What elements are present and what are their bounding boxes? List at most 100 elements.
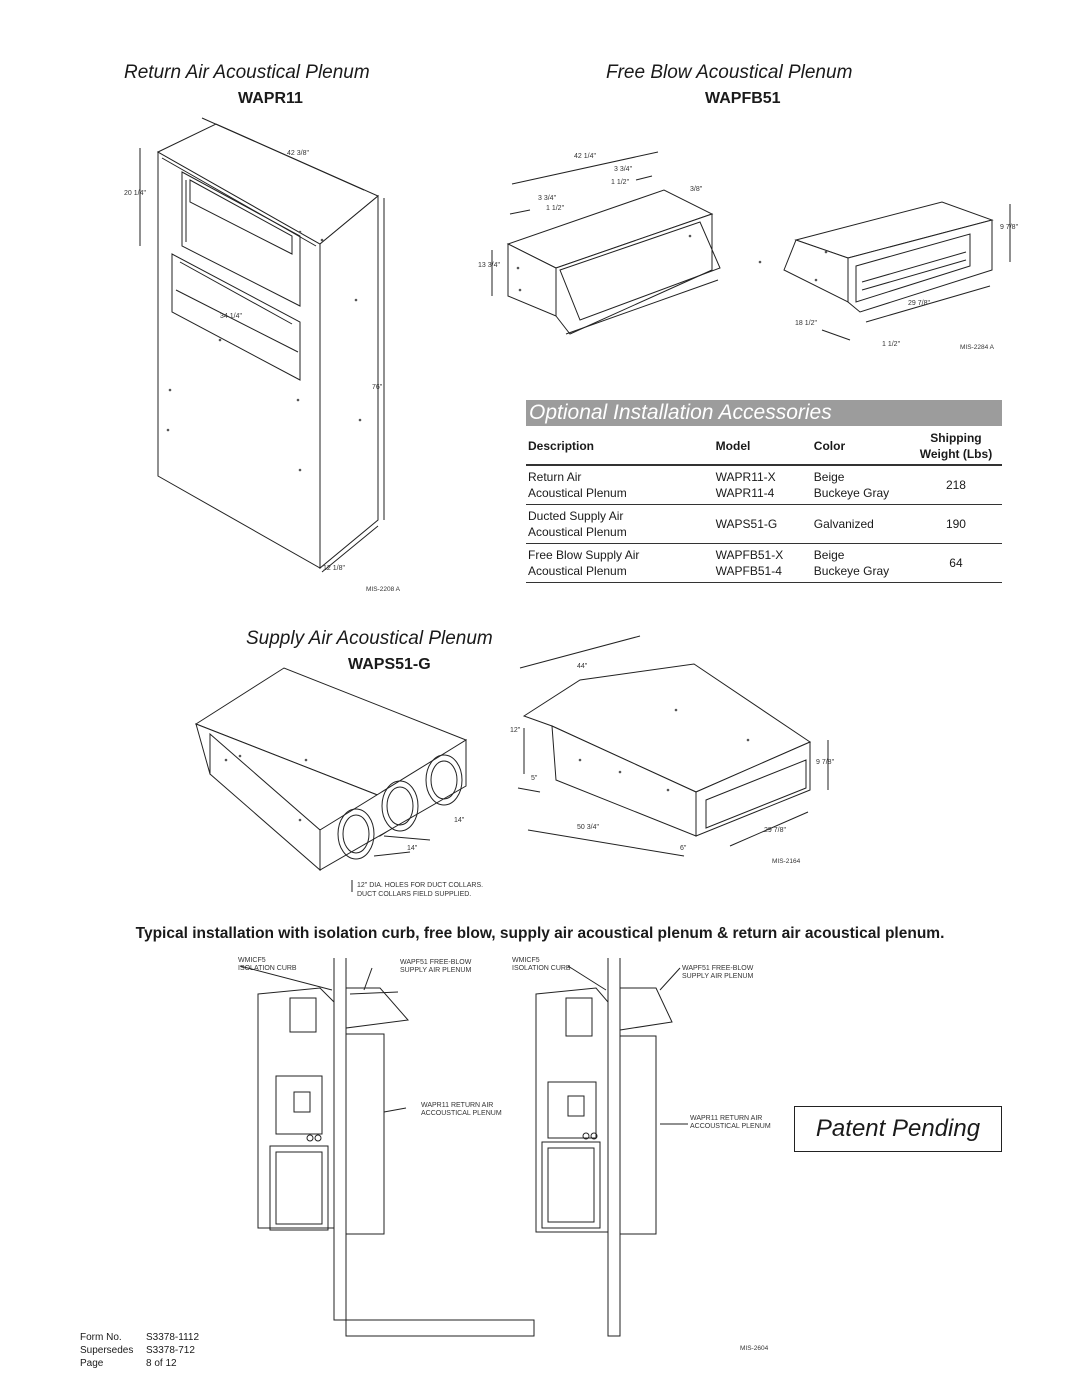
- row-color-line2: Buckeye Gray: [813, 564, 890, 578]
- footer-supersedes: Supersedes S3378-712: [80, 1344, 199, 1357]
- dim-supply-spacing2: 14": [407, 845, 418, 852]
- typical-drawing-id: MIS-2604: [740, 1345, 769, 1352]
- label-right-return: WAPR11 RETURN AIR ACCOUSTICAL PLENUM: [690, 1115, 771, 1131]
- row-desc-line2: Acoustical Plenum: [528, 564, 627, 578]
- dim-fb-right-w: 29 7/8": [908, 300, 930, 307]
- dim-fb-right-d: 18 1/2": [795, 320, 817, 327]
- row-model-line1: WAPR11-X: [715, 470, 776, 484]
- dim-fb-a: 3 3/4": [614, 166, 633, 173]
- dim-return-side: 20 1/4": [124, 190, 146, 197]
- dim-fb-e: 1 1/2": [546, 205, 565, 212]
- col-shipping: Shipping Weight (Lbs): [909, 428, 1002, 466]
- row-weight: 190: [909, 504, 1002, 544]
- label-right-curb-line2: ISOLATION CURB: [512, 965, 571, 972]
- typical-installation-caption: Typical installation with isolation curb…: [135, 925, 945, 942]
- dim-fb-c: 3/8": [690, 186, 703, 193]
- row-desc-line1: Ducted Supply Air: [528, 509, 624, 523]
- row-color: Galvanized: [811, 504, 910, 544]
- dim-fb-right-lip: 1 1/2": [882, 341, 901, 348]
- return-plenum-title: Return Air Acoustical Plenum: [124, 62, 370, 83]
- row-weight: 218: [909, 465, 1002, 505]
- dim-return-height: 76": [372, 384, 383, 391]
- dim-supply-spacing1: 14": [454, 817, 465, 824]
- dim-return-top: 42 3/8": [287, 150, 309, 157]
- row-color-line1: Beige: [813, 470, 845, 484]
- row-weight: 64: [909, 543, 1002, 583]
- return-plenum-model: WAPR11: [238, 90, 303, 107]
- footer-form-label: Form No.: [80, 1332, 122, 1343]
- dim-return-opening: 34 1/4": [220, 313, 242, 320]
- free-blow-drawing-id: MIS-2284 A: [960, 344, 994, 351]
- label-right-return-line1: WAPR11 RETURN AIR: [690, 1115, 763, 1122]
- label-left-supply-line2: SUPPLY AIR PLENUM: [400, 967, 472, 974]
- label-right-supply: WAPF51 FREE-BLOW SUPPLY AIR PLENUM: [682, 965, 753, 981]
- supply-note-line1: 12" DIA. HOLES FOR DUCT COLLARS.: [357, 882, 484, 889]
- supply-drawing-id: MIS-2164: [772, 858, 801, 865]
- row-model: WAPR11-X WAPR11-4: [713, 465, 812, 505]
- accessories-banner: Optional Installation Accessories: [526, 400, 1002, 426]
- label-left-curb-line1: WMICF5: [238, 957, 266, 964]
- row-color-line1: Beige: [813, 548, 845, 562]
- footer-supersedes-label: Supersedes: [80, 1345, 134, 1356]
- dim-fb-b: 1 1/2": [611, 179, 630, 186]
- free-blow-title: Free Blow Acoustical Plenum: [606, 62, 853, 83]
- dim-supply-height: 12": [510, 727, 521, 734]
- row-desc-line1: Free Blow Supply Air: [528, 548, 640, 562]
- label-left-curb-line2: ISOLATION CURB: [238, 965, 297, 972]
- label-left-supply: WAPF51 FREE-BLOW SUPPLY AIR PLENUM: [400, 959, 471, 975]
- accessories-table: Description Model Color Shipping Weight …: [526, 428, 1002, 583]
- supply-plenum-model: WAPS51-G: [348, 656, 431, 673]
- row-model-line2: WAPR11-4: [715, 486, 775, 500]
- dim-supply-offset: 5": [531, 775, 538, 782]
- dim-supply-out-h: 9 7/8": [816, 759, 835, 766]
- label-right-curb: WMICF5 ISOLATION CURB: [512, 957, 571, 973]
- accessories-title: Optional Installation Accessories: [529, 401, 832, 424]
- dim-fb-length: 42 1/4": [574, 153, 596, 160]
- dim-fb-right-h: 9 7/8": [1000, 224, 1019, 231]
- row-model-line2: WAPFB51-4: [715, 564, 782, 578]
- col-description: Description: [526, 428, 714, 466]
- footer-form-value: S3378-1112: [146, 1332, 200, 1343]
- dim-fb-d: 3 3/4": [538, 195, 557, 202]
- return-drawing-id: MIS-2208 A: [366, 586, 400, 593]
- row-desc-line2: Acoustical Plenum: [528, 486, 627, 500]
- label-left-curb: WMICF5 ISOLATION CURB: [238, 957, 297, 973]
- footer: Form No. S3378-1112 Supersedes S3378-712 P…: [80, 1331, 199, 1370]
- patent-pending-text: Patent Pending: [815, 1115, 981, 1142]
- dim-return-depth: 12 1/8": [323, 565, 345, 572]
- label-left-return-line2: ACCOUSTICAL PLENUM: [421, 1110, 502, 1117]
- supply-plenum-title: Supply Air Acoustical Plenum: [246, 628, 493, 649]
- supply-note-line2: DUCT COLLARS FIELD SUPPLIED.: [357, 891, 472, 898]
- row-color-line2: Buckeye Gray: [813, 486, 890, 500]
- row-model-line1: WAPFB51-X: [715, 548, 784, 562]
- label-right-supply-line1: WAPF51 FREE-BLOW: [682, 965, 754, 972]
- label-left-return-line1: WAPR11 RETURN AIR: [421, 1102, 494, 1109]
- col-shipping-line1: Shipping: [930, 431, 982, 445]
- footer-form: Form No. S3378-1112: [80, 1331, 199, 1344]
- footer-supersedes-value: S3378-712: [146, 1345, 195, 1356]
- row-model: WAPS51-G: [713, 504, 812, 544]
- label-right-return-line2: ACCOUSTICAL PLENUM: [690, 1123, 771, 1130]
- label-left-supply-line1: WAPF51 FREE-BLOW: [400, 959, 472, 966]
- label-right-supply-line2: SUPPLY AIR PLENUM: [682, 973, 754, 980]
- dim-fb-height: 13 3/4": [478, 262, 500, 269]
- patent-pending-box: Patent Pending: [794, 1106, 1002, 1152]
- label-left-return: WAPR11 RETURN AIR ACCOUSTICAL PLENUM: [421, 1102, 502, 1118]
- col-color: Color: [811, 428, 910, 466]
- col-model: Model: [713, 428, 812, 466]
- footer-page-label: Page: [80, 1358, 104, 1369]
- row-desc-line1: Return Air: [528, 470, 582, 484]
- free-blow-model: WAPFB51: [705, 90, 781, 107]
